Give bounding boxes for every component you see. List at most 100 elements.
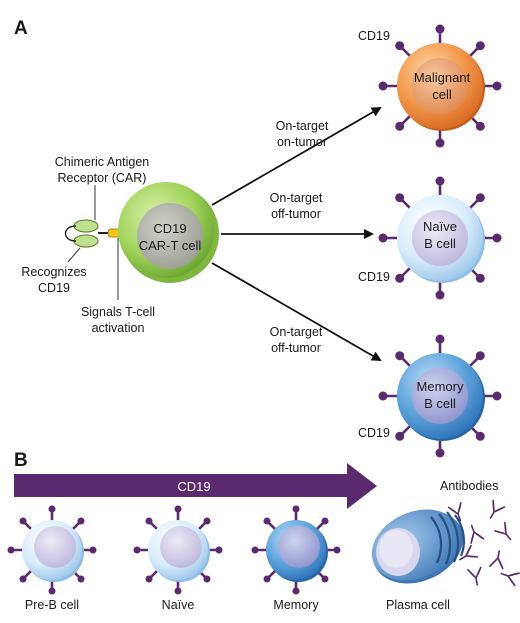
recognizes-label-line2: CD19	[38, 281, 70, 295]
cd19-knob	[292, 587, 300, 595]
cd19-knob	[395, 121, 405, 131]
arrow-to-memory	[211, 262, 382, 362]
cd19-knob	[77, 517, 85, 525]
cd19-knob	[263, 575, 271, 583]
arrow-mid-label-line2: off-tumor	[271, 207, 321, 221]
cd19-knob	[215, 546, 223, 554]
antibody	[489, 499, 506, 519]
recognizes-leader-line	[67, 247, 81, 263]
cell-nucleus	[160, 526, 202, 568]
cd19-knob	[492, 391, 502, 401]
cell-label-plasma: Plasma cell	[386, 598, 450, 612]
cell-nucleus	[34, 526, 76, 568]
cd19-knob	[492, 233, 502, 243]
cd19-knob	[321, 575, 329, 583]
cd19-knob	[133, 546, 141, 554]
cd19-knob	[174, 505, 182, 513]
cd19-knob	[19, 575, 27, 583]
cd19-knob	[475, 193, 485, 203]
arrow-bot-label-line1: On-target	[270, 325, 323, 339]
antibodies-group	[447, 499, 520, 587]
cd19-knob	[292, 505, 300, 513]
cd19-knob	[251, 546, 259, 554]
cd19-knob	[475, 273, 485, 283]
cd19-knob	[77, 575, 85, 583]
cell-label-naive: Naïve	[162, 598, 195, 612]
cd19-knob	[475, 121, 485, 131]
arrow-mid-label-line1: On-target	[270, 191, 323, 205]
cell-nucleus	[412, 368, 468, 424]
panel-b-letter: B	[14, 450, 28, 471]
cd19-knob	[48, 505, 56, 513]
antibodies-label: Antibodies	[440, 479, 498, 493]
cd19-knob	[395, 351, 405, 361]
cd19-knob	[435, 334, 445, 344]
malignant-label-line1: Malignant	[414, 70, 471, 85]
cd19-knob	[203, 575, 211, 583]
cd19-knob	[378, 391, 388, 401]
naive-label-line1: Naïve	[423, 219, 457, 234]
pre-b-cell	[7, 505, 97, 595]
arrow-top-label-line1: On-target	[276, 119, 329, 133]
cd19-label-top: CD19	[358, 29, 390, 43]
cd19-knob	[263, 517, 271, 525]
antibody	[467, 566, 482, 586]
cd19-knob	[435, 448, 445, 458]
memory-label-line2: B cell	[424, 396, 456, 411]
cell-nucleus	[278, 526, 320, 568]
cart-label-line2: CAR-T cell	[139, 238, 202, 253]
cd19-label-bot: CD19	[358, 426, 390, 440]
cd19-label-mid: CD19	[358, 270, 390, 284]
antibody	[500, 572, 520, 587]
cell-label-memory: Memory	[273, 598, 319, 612]
cd19-knob	[492, 81, 502, 91]
cell-label-pre-b: Pre-B cell	[25, 598, 79, 612]
naive-label-line2: B cell	[424, 236, 456, 251]
naive-b-cell-small	[133, 505, 223, 595]
malignant-cell	[378, 24, 502, 148]
car-label-line2: Receptor (CAR)	[58, 171, 147, 185]
memory-label-line1: Memory	[417, 379, 464, 394]
cd19-knob	[19, 517, 27, 525]
cd19-knob	[395, 41, 405, 51]
cd19-knob	[321, 517, 329, 525]
cd19-knob	[435, 138, 445, 148]
cd19-knob	[395, 193, 405, 203]
memory-b-cell	[378, 334, 502, 458]
cd19-knob	[475, 41, 485, 51]
antibody	[489, 550, 504, 570]
car-label-line1: Chimeric Antigen	[55, 155, 150, 169]
plasma-cell	[371, 509, 466, 584]
cd19-knob	[333, 546, 341, 554]
arrow-to-malignant	[211, 106, 382, 206]
cd19-knob	[378, 81, 388, 91]
cd19-knob	[435, 290, 445, 300]
cart-label-line1: CD19	[153, 221, 186, 236]
cd19-knob	[203, 517, 211, 525]
signals-label-line2: activation	[92, 321, 145, 335]
malignant-label-line2: cell	[432, 87, 452, 102]
antibody	[459, 544, 479, 561]
cd19-knob	[435, 24, 445, 34]
memory-b-cell-small	[251, 505, 341, 595]
cd19-knob	[395, 273, 405, 283]
antibody	[470, 524, 485, 544]
cd19-knob	[395, 431, 405, 441]
signals-label-line1: Signals T-cell	[81, 305, 155, 319]
arrow-top-label-line2: on-tumor	[277, 135, 327, 149]
cd19-knob	[145, 517, 153, 525]
cd19-knob	[378, 233, 388, 243]
recognizes-label-line1: Recognizes	[21, 265, 86, 279]
panel-a-letter: A	[14, 18, 28, 39]
cell-nucleus	[412, 58, 468, 114]
antibody	[494, 521, 512, 541]
cd19-knob	[475, 431, 485, 441]
cd19-knob	[89, 546, 97, 554]
cd19-knob	[174, 587, 182, 595]
cell-nucleus	[412, 210, 468, 266]
cd19-knob	[145, 575, 153, 583]
cd19-knob	[7, 546, 15, 554]
naive-b-cell	[378, 176, 502, 300]
